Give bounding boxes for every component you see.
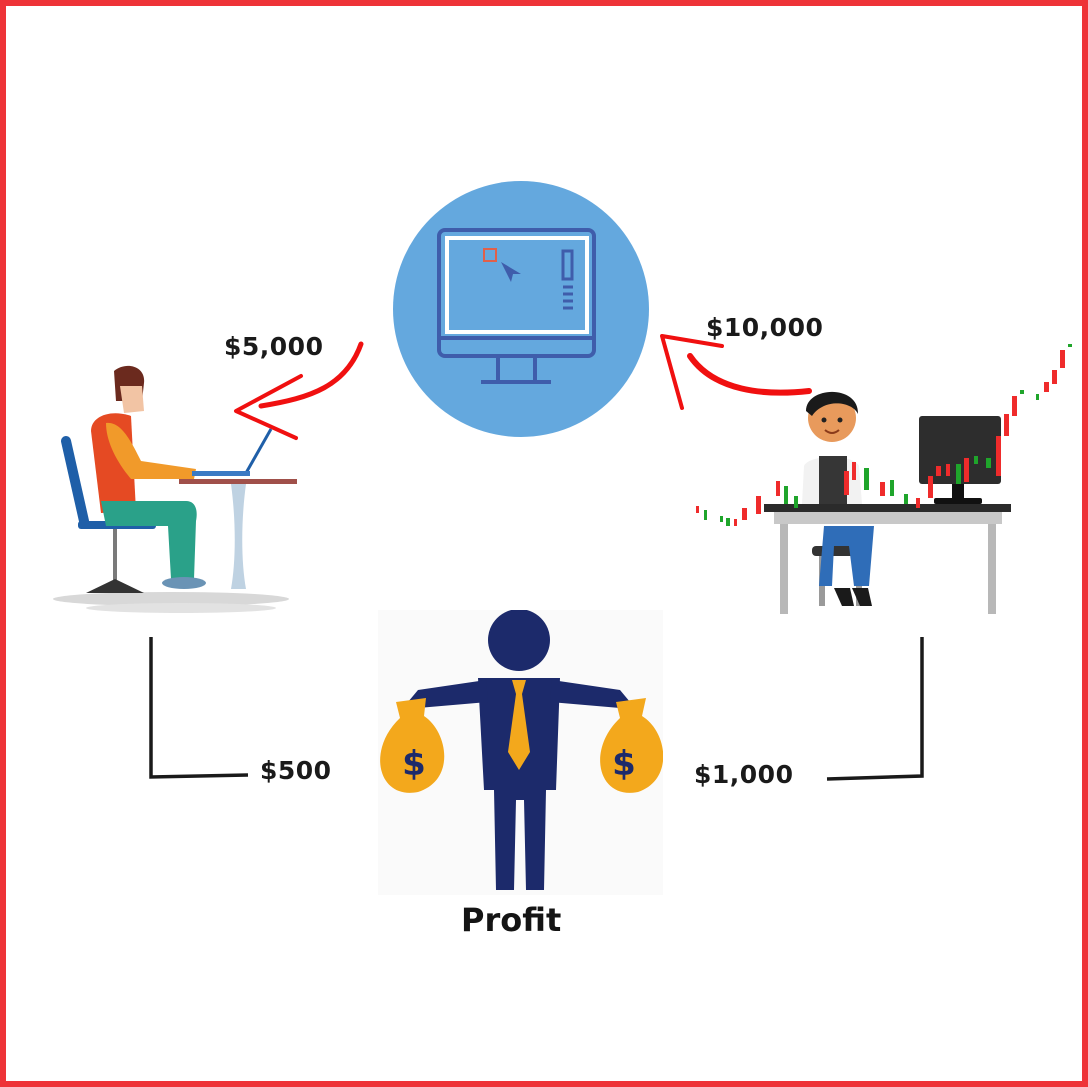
- monitor-icon: [393, 181, 649, 437]
- platform-node: [391, 178, 651, 440]
- amount-label-platform-to-left: $5,000: [224, 332, 324, 361]
- svg-text:$: $: [402, 744, 426, 784]
- arrow-up-left-icon: [660, 334, 812, 410]
- svg-text:$: $: [612, 744, 636, 784]
- candlestick-chart: [696, 344, 1072, 526]
- arrow-left-icon: [234, 341, 364, 440]
- amount-label-left-to-profit: $500: [260, 756, 332, 785]
- profit-node: $ $: [378, 610, 663, 895]
- connector-line: [826, 637, 924, 781]
- money-bag-right: $: [600, 698, 663, 793]
- profit-label: Profit: [461, 901, 562, 939]
- amount-label-right-to-profit: $1,000: [694, 760, 794, 789]
- red-arrow-to-platform: [654, 326, 814, 416]
- connector-line: [149, 637, 249, 779]
- trader-left-node: [46, 361, 306, 616]
- amount-label-right-to-platform: $10,000: [706, 313, 824, 342]
- person-at-laptop-icon: [53, 365, 297, 613]
- businessman-with-money-bags-icon: $ $: [378, 610, 663, 895]
- red-arrow-to-left-trader: [226, 336, 376, 446]
- connector-left-to-profit: [146, 634, 256, 784]
- connector-right-to-profit: [824, 634, 929, 784]
- trader-with-candlestick-chart-icon: [696, 344, 1072, 614]
- money-bag-left: $: [380, 698, 445, 793]
- trader-right-node: [684, 336, 1074, 621]
